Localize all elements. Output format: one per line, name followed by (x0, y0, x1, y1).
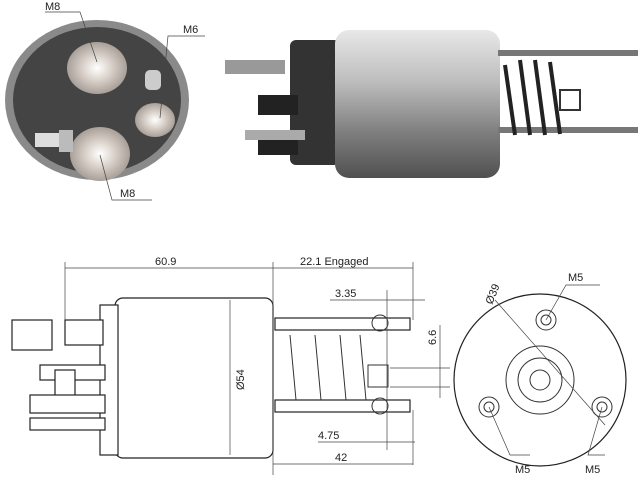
end-cap-photo: M8 M6 M8 (5, 1, 205, 201)
dim-diameter: Ø54 (235, 369, 247, 390)
label-m8-bottom: M8 (120, 188, 135, 200)
body-outline (114, 297, 274, 459)
end-view-drawing: Ø39 M5 M5 M5 (453, 272, 627, 476)
dim-slot: 6.6 (427, 330, 439, 345)
label-m5-top: M5 (568, 272, 583, 284)
dim-bolt-circle: Ø39 (484, 282, 503, 306)
dim-offset-b: 4.75 (318, 430, 339, 442)
label-m6: M6 (183, 24, 198, 36)
m6-terminal (135, 103, 175, 137)
dim-plunger-length: 42 (335, 452, 347, 464)
body (335, 30, 500, 178)
m8-terminal-bottom (70, 127, 130, 181)
m8-terminal-top (67, 42, 127, 94)
label-m5-left: M5 (515, 464, 530, 476)
side-view-drawing: 60.9 22.1 Engaged 3.35 6.6 Ø54 4.75 42 (11, 256, 450, 475)
label-m8-top: M8 (45, 1, 60, 13)
dim-offset-a: 3.35 (335, 288, 356, 300)
end-outline (453, 293, 627, 467)
label-m5-right: M5 (585, 464, 600, 476)
solenoid-photo (225, 30, 638, 178)
dim-engaged: 22.1 Engaged (300, 256, 369, 268)
dim-body-length: 60.9 (155, 256, 176, 268)
